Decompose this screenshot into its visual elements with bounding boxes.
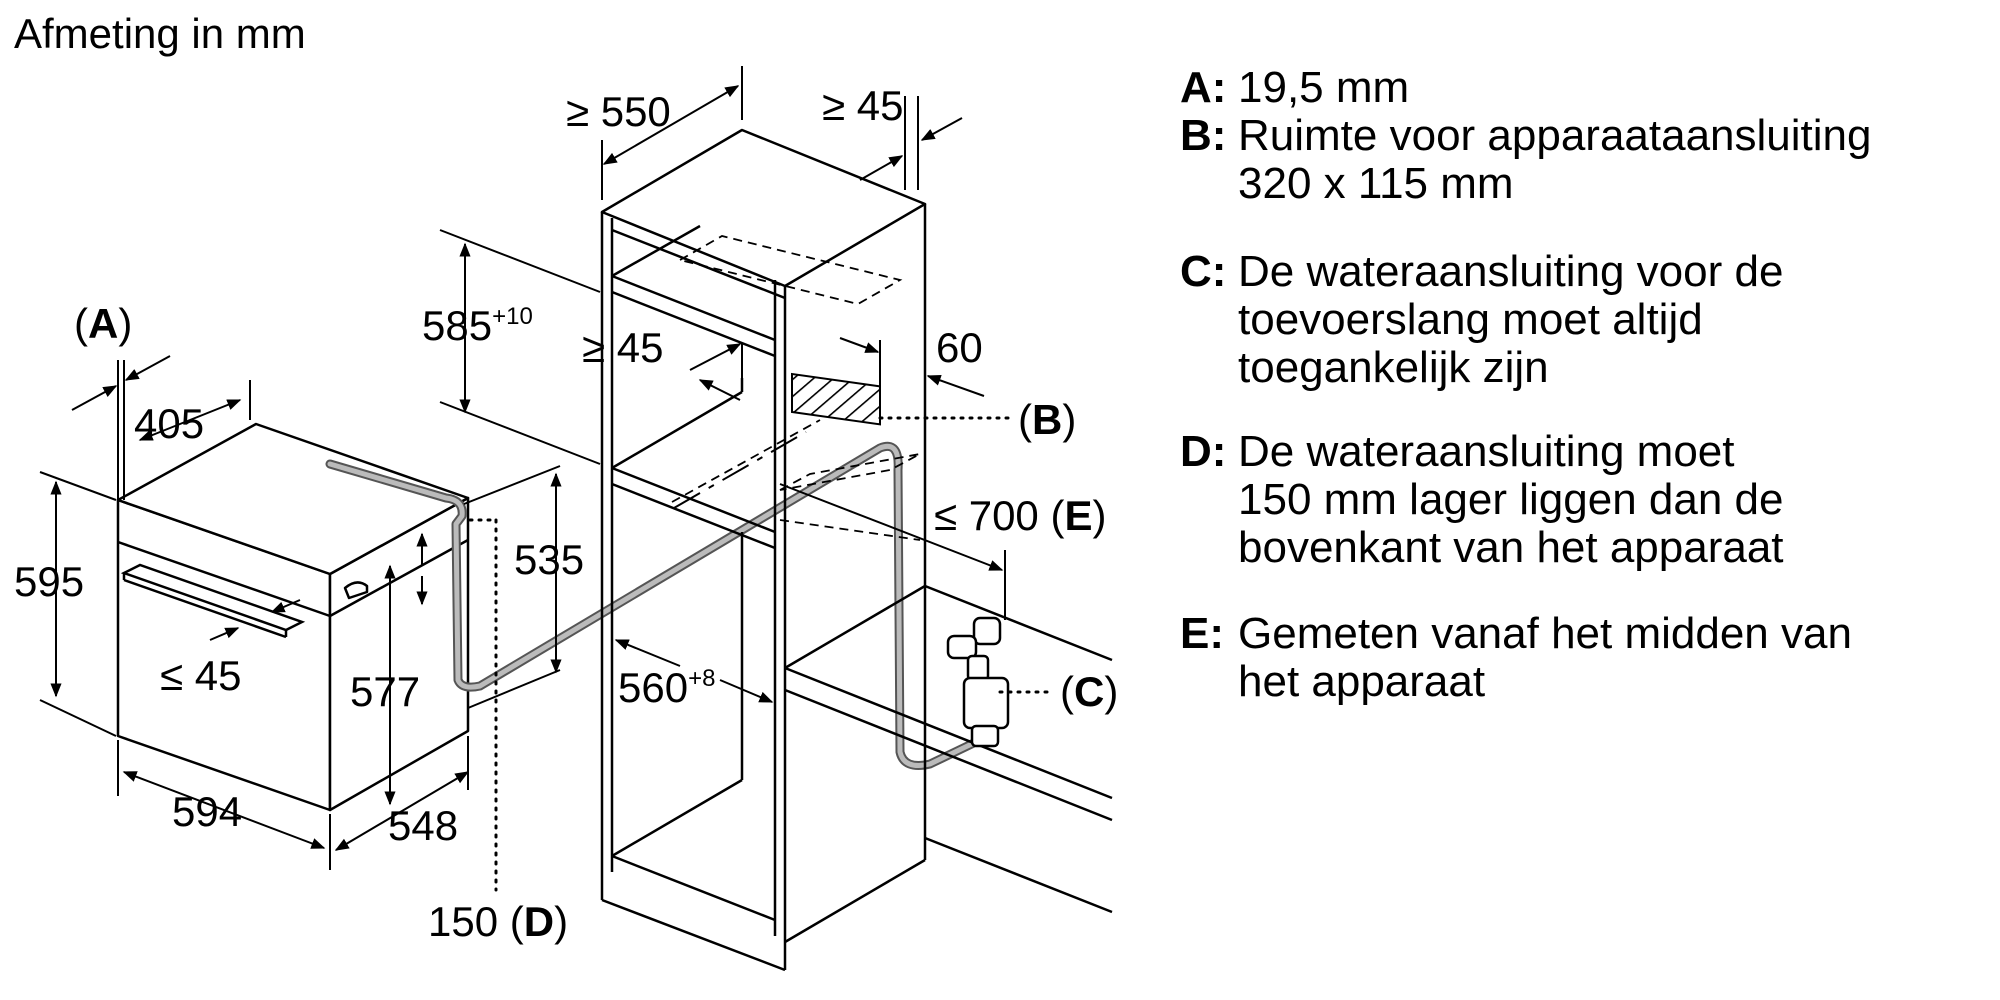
- connection-area-b: [791, 372, 881, 426]
- legend-line: toegankelijk zijn: [1238, 343, 1549, 392]
- water-valve: [946, 616, 1010, 748]
- label-handle-depth: ≤ 45: [160, 652, 241, 699]
- oven-handle: [120, 563, 306, 639]
- dimension-lines: [39, 66, 1006, 870]
- label-c: (C): [1060, 668, 1118, 715]
- legend-item-a: A: 19,5 mm: [1180, 64, 1980, 112]
- label-d: 150 (D): [428, 898, 568, 945]
- dimension-labels: (A) 405 595 ≤ 45 594 577 548 535 150 (D)…: [14, 82, 1118, 945]
- legend-text: De wateraansluiting moet 150 mm lager li…: [1238, 428, 1980, 572]
- label-oven-height: 595: [14, 558, 84, 605]
- legend-item-e: E: Gemeten vanaf het midden van het appa…: [1180, 610, 1980, 706]
- legend-line: De wateraansluiting moet: [1238, 427, 1735, 476]
- legend-line: 19,5 mm: [1238, 63, 1410, 112]
- legend-text: De wateraansluiting voor de toevoerslang…: [1238, 248, 1980, 392]
- legend-text: 19,5 mm: [1238, 64, 1980, 112]
- label-cabinet-depth: ≥ 550: [566, 88, 671, 135]
- legend-key: B:: [1180, 111, 1227, 160]
- legend-line: De wateraansluiting voor de: [1238, 247, 1784, 296]
- legend-line: Ruimte voor apparaataansluiting: [1238, 111, 1872, 160]
- legend-key: D:: [1180, 427, 1227, 476]
- label-b: (B): [1018, 396, 1076, 443]
- installation-diagram: (A) 405 595 ≤ 45 594 577 548 535 150 (D)…: [14, 66, 1118, 972]
- legend-line: 150 mm lager liggen dan de: [1238, 475, 1784, 524]
- label-back-gap: 60: [936, 324, 983, 371]
- legend-key: E:: [1180, 609, 1224, 658]
- label-niche-width: 560+8: [618, 664, 715, 711]
- oven: [116, 422, 470, 812]
- legend-line: 320 x 115 mm: [1238, 159, 1514, 208]
- label-hook-height: 535: [514, 536, 584, 583]
- label-e: ≤ 700 (E): [934, 492, 1106, 539]
- legend-item-b: B: Ruimte voor apparaataansluiting 320 x…: [1180, 112, 1980, 208]
- label-body-height: 577: [350, 668, 420, 715]
- dashed-outlines: [671, 235, 921, 541]
- legend-line: Gemeten vanaf het midden van: [1238, 609, 1852, 658]
- label-niche-height: 585+10: [422, 302, 533, 349]
- legend-line: het apparaat: [1238, 657, 1486, 706]
- label-a-marker: (A): [74, 300, 132, 347]
- page-title: Afmeting in mm: [14, 10, 306, 57]
- legend-key: C:: [1180, 247, 1227, 296]
- dotted-leaders: [468, 416, 1056, 892]
- label-oven-depth: 405: [134, 400, 204, 447]
- label-inner-gap: ≥ 45: [582, 324, 663, 371]
- tall-cabinet: [600, 128, 1113, 972]
- label-gap-back: ≥ 45: [822, 82, 903, 129]
- label-body-depth: 548: [388, 802, 458, 849]
- legend-item-c: C: De wateraansluiting voor de toevoersl…: [1180, 248, 1980, 392]
- legend-line: bovenkant van het apparaat: [1238, 523, 1784, 572]
- legend-item-d: D: De wateraansluiting moet 150 mm lager…: [1180, 428, 1980, 572]
- label-oven-width: 594: [172, 788, 242, 835]
- legend-line: toevoerslang moet altijd: [1238, 295, 1703, 344]
- legend-text: Ruimte voor apparaataansluiting 320 x 11…: [1238, 112, 1980, 208]
- legend-key: A:: [1180, 63, 1227, 112]
- legend-text: Gemeten vanaf het midden van het apparaa…: [1238, 610, 1980, 706]
- centre-line: [673, 431, 807, 509]
- water-hose: [325, 441, 985, 770]
- legend: A: 19,5 mm B: Ruimte voor apparaataanslu…: [1180, 64, 1980, 706]
